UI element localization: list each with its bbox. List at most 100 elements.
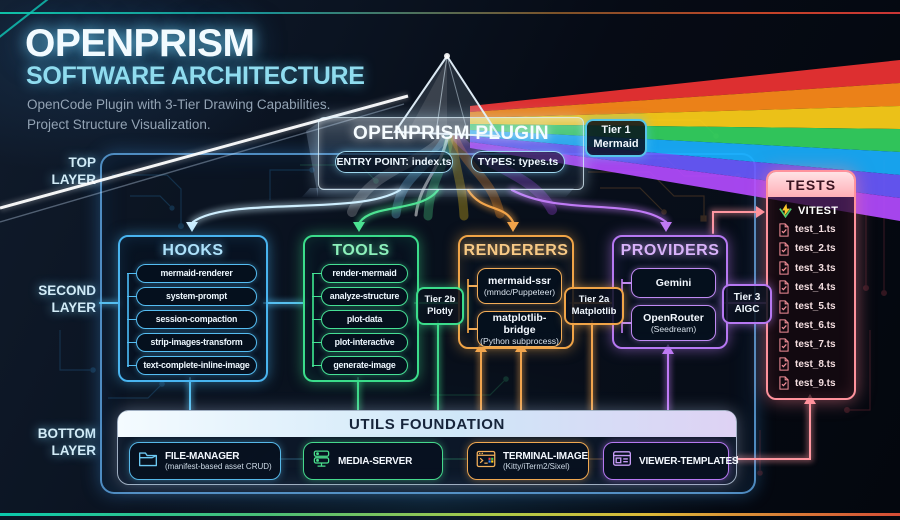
tier1-mermaid-badge: Tier 1 Mermaid (585, 119, 647, 157)
test-file-row: test_4.ts (778, 278, 850, 297)
test-file-label: test_3.ts (795, 262, 836, 274)
test-file-label: test_9.ts (795, 377, 836, 389)
test-file-icon (778, 242, 790, 256)
test-file-row: test_7.ts (778, 335, 850, 354)
provider-item-name: OpenRouter (643, 312, 704, 324)
test-file-icon (778, 299, 790, 314)
vitest-icon (778, 203, 793, 219)
renderer-item: matplotlib-bridge (Python subprocess) (468, 311, 562, 347)
plugin-fanout-arrows (186, 186, 672, 232)
tier-badge-line: AIGC (734, 304, 760, 315)
tier-badge-line: Tier 2a (578, 294, 610, 306)
tool-item: analyze-structure (312, 287, 408, 306)
renderers-box: RENDERERS mermaid-ssr (mmdc/Puppeteer) m… (458, 235, 574, 349)
tier-badge-line: Tier 2b (424, 294, 456, 306)
terminal-icon (476, 450, 496, 473)
provider-item-name: Gemini (655, 277, 692, 289)
server-icon (312, 449, 331, 474)
entry-point-pill: ENTRY POINT: index.ts (335, 151, 453, 173)
types-pill: TYPES: types.ts (471, 151, 565, 173)
test-file-icon (778, 261, 790, 275)
hook-item: mermaid-renderer (127, 264, 257, 283)
hook-item: text-complete-inline-image (127, 356, 257, 375)
renderer-item: mermaid-ssr (mmdc/Puppeteer) (468, 268, 562, 304)
test-file-label: test_5.ts (795, 301, 836, 313)
util-item-name: VIEWER-TEMPLATES (639, 455, 739, 467)
test-file-row: test_8.ts (778, 355, 850, 374)
test-file-label: test_4.ts (795, 281, 836, 293)
util-item-name: TERMINAL-IMAGE (503, 451, 588, 462)
layer-label-second: SECOND LAYER (38, 283, 96, 315)
utils-foundation-title: UTILS FOUNDATION (118, 411, 736, 437)
provider-item: OpenRouter (Seedream) (622, 305, 716, 341)
page-title: OPENPRISM (25, 22, 255, 65)
page-subtitle: SOFTWARE ARCHITECTURE (26, 62, 365, 90)
folder-icon (138, 450, 158, 472)
test-file-icon (778, 280, 790, 294)
tool-item: render-mermaid (312, 264, 408, 283)
test-file-label: test_7.ts (795, 339, 836, 351)
layout-icon (612, 450, 632, 472)
test-file-label: test_1.ts (795, 224, 836, 236)
test-file-icon (778, 338, 790, 352)
test-file-row: test_9.ts (778, 374, 850, 393)
tier-badge-line: Mermaid (593, 138, 639, 150)
prism-icon (393, 53, 501, 138)
test-file-icon (778, 357, 790, 371)
util-item-media-server: MEDIA-SERVER (303, 442, 443, 480)
plugin-title: OPENPRISM PLUGIN (353, 123, 549, 144)
tier-badge-line: Tier 1 (601, 124, 631, 137)
tools-box: TOOLS render-mermaid analyze-structure plo… (303, 235, 419, 382)
tools-title: TOOLS (332, 242, 390, 259)
util-item-file-manager: FILE-MANAGER (manifest-based asset CRUD) (129, 442, 281, 480)
openprism-plugin-box: OPENPRISM PLUGIN ENTRY POINT: index.ts T… (318, 117, 584, 190)
test-file-label: test_2.ts (795, 243, 836, 255)
layer-label-bottom: BOTTOM LAYER (37, 426, 96, 458)
hook-item: strip-images-transform (127, 333, 257, 352)
renderers-item-list: mermaid-ssr (mmdc/Puppeteer) matplotlib-… (468, 268, 562, 347)
renderers-title: RENDERERS (463, 242, 569, 259)
test-file-row: test_6.ts (778, 316, 850, 335)
test-file-label: test_8.ts (795, 358, 836, 370)
tier-badge-line: Plotly (427, 306, 453, 317)
top-edge-line (0, 12, 900, 14)
vitest-row: VITEST (778, 201, 850, 220)
renderer-item-name: mermaid-ssr (487, 275, 552, 287)
renderer-item-sub: (mmdc/Puppeteer) (483, 287, 556, 297)
util-item-name: MEDIA-SERVER (338, 455, 413, 467)
renderers-rail (467, 279, 469, 333)
bottom-edge-line (0, 513, 900, 516)
util-item-name: FILE-MANAGER (165, 451, 240, 462)
test-file-row: test_3.ts (778, 259, 850, 278)
provider-item: Gemini (622, 268, 716, 298)
hook-item: system-prompt (127, 287, 257, 306)
description-line-1: OpenCode Plugin with 3-Tier Drawing Capa… (27, 97, 331, 112)
renderer-item-name: matplotlib-bridge (492, 312, 547, 336)
renderer-item-sub: (Python subprocess) (480, 336, 559, 346)
util-item-sub: (manifest-based asset CRUD) (165, 462, 272, 471)
tier3-aigc-badge: Tier 3 AIGC (722, 284, 772, 324)
vitest-label: VITEST (798, 204, 839, 217)
util-item-terminal-image: TERMINAL-IMAGE (Kitty/iTerm2/Sixel) (467, 442, 589, 480)
hooks-title: HOOKS (162, 242, 224, 259)
providers-box: PROVIDERS Gemini OpenRouter (Seedream) (612, 235, 728, 349)
tier2a-matplotlib-badge: Tier 2a Matplotlib (564, 287, 624, 325)
util-item-sub: (Kitty/iTerm2/Sixel) (503, 462, 570, 471)
test-file-row: test_5.ts (778, 297, 850, 316)
provider-item-sub: (Seedream) (650, 324, 697, 334)
tool-item: plot-interactive (312, 333, 408, 352)
providers-item-list: Gemini OpenRouter (Seedream) (622, 268, 716, 341)
test-file-icon (778, 376, 790, 390)
util-item-viewer-templates: VIEWER-TEMPLATES (603, 442, 739, 480)
test-file-label: test_6.ts (795, 320, 836, 332)
providers-title: PROVIDERS (620, 242, 720, 259)
test-file-row: test_2.ts (778, 239, 850, 258)
light-beam-icon (0, 92, 410, 223)
description-line-2: Project Structure Visualization. (27, 117, 211, 132)
